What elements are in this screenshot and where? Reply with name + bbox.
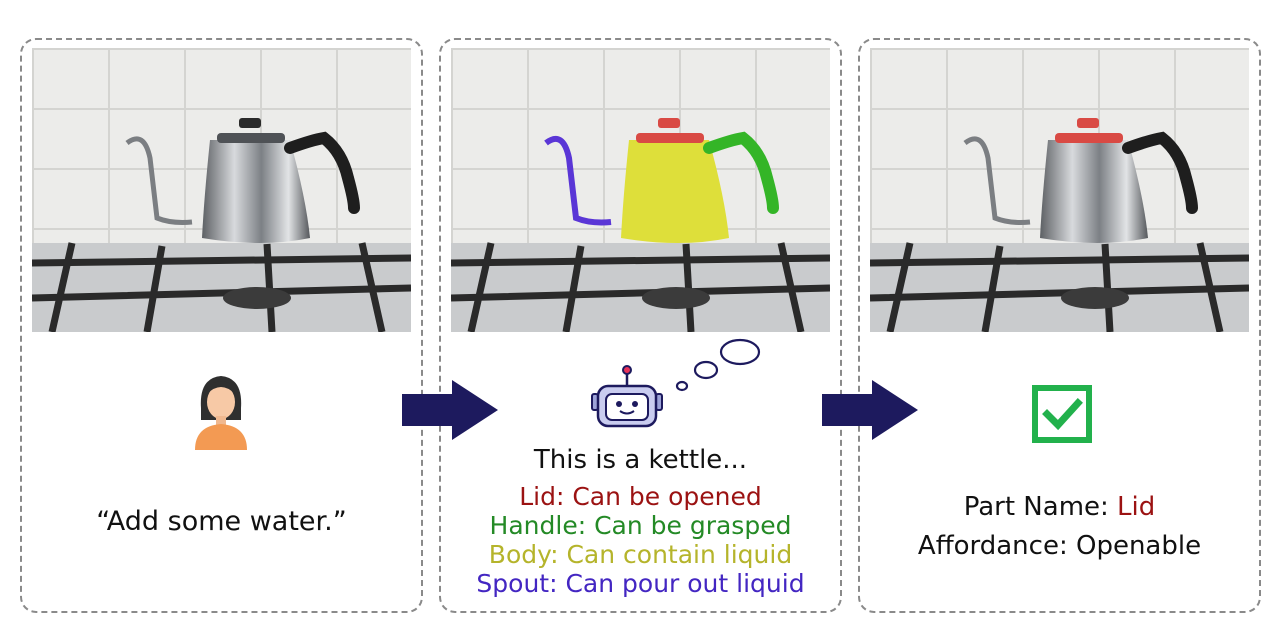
affordance-value: Openable [1075,531,1202,561]
robot-thinking-icon [591,338,761,428]
kettle-photo-original [32,48,411,332]
affordance-label: Affordance: [917,531,1076,561]
result-affordance: Affordance: Openable [858,531,1261,561]
panel-user-instruction [20,38,423,613]
part-name-value: Lid [1117,492,1156,522]
result-part-name: Part Name: Lid [858,492,1261,522]
affordance-body-text: Body: Can contain liquid [488,540,793,569]
affordance-spout-text: Spout: Can pour out liquid [476,569,805,598]
affordance-lid-text: Lid: Can be opened [519,482,762,511]
user-instruction-text: “Add some water.” [96,506,347,537]
right-arrow-icon [822,380,918,440]
right-arrow-icon [402,380,498,440]
part-name-label: Part Name: [963,492,1118,522]
panel-result [858,38,1261,613]
robot-thought-text: This is a kettle... [533,445,748,475]
affordance-handle-text: Handle: Can be grasped [489,511,792,540]
kettle-photo-segmented [451,48,830,332]
user-avatar-icon [195,376,247,450]
kettle-photo-lid-highlighted [870,48,1249,332]
checkmark-icon [1032,385,1092,443]
panel-robot-reasoning [439,38,842,613]
